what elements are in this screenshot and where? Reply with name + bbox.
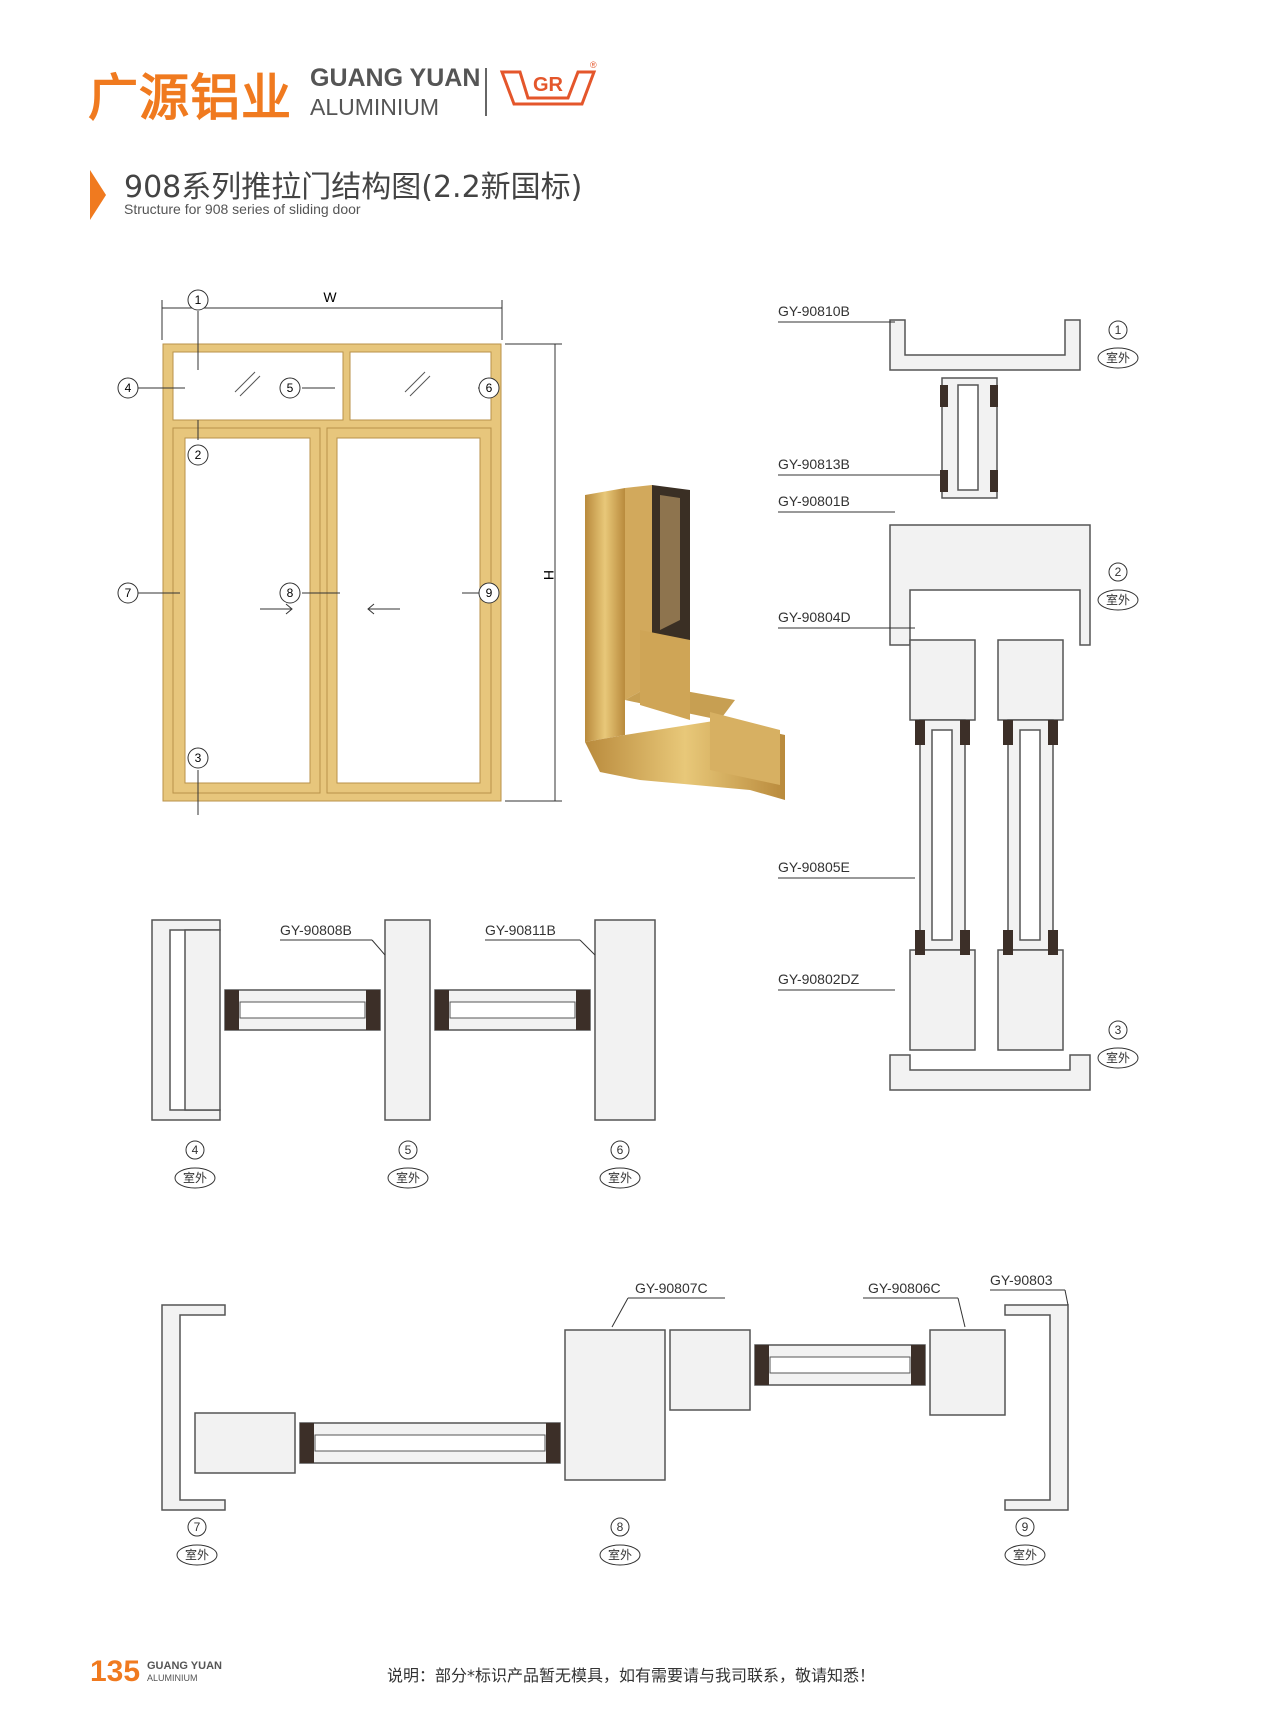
brand-divider <box>485 68 487 116</box>
outdoor-label-1: 室外 <box>1106 350 1130 365</box>
horizontal-section-lower: GY-90807C GY-90806C GY-90803 7 室外 8 室外 9… <box>161 1272 1069 1566</box>
marker-7: 7 <box>125 586 132 600</box>
door-elevation-drawing: W H 1 2 3 4 <box>117 289 562 815</box>
footer-brand-line2: ALUMINIUM <box>147 1673 198 1683</box>
outdoor-label-7: 室外 <box>185 1547 209 1562</box>
section-marker-6: 6 <box>617 1143 624 1157</box>
label-gy-90804d: GY-90804D <box>778 609 851 625</box>
section-marker-9: 9 <box>1022 1520 1029 1534</box>
label-gy-90807c: GY-90807C <box>635 1280 708 1296</box>
label-gy-90801b: GY-90801B <box>778 493 850 509</box>
section-marker-1: 1 <box>1115 323 1122 337</box>
marker-9: 9 <box>486 586 493 600</box>
outdoor-label-2: 室外 <box>1106 592 1130 607</box>
horizontal-section-upper: GY-90808B GY-90811B 4 室外 5 室外 6 室外 <box>151 919 656 1189</box>
label-gy-90805e: GY-90805E <box>778 859 850 875</box>
section-marker-8: 8 <box>617 1520 624 1534</box>
page-subtitle: Structure for 908 series of sliding door <box>124 201 361 217</box>
label-gy-90806c: GY-90806C <box>868 1280 941 1296</box>
brand-name-cn: 广源铝业 <box>88 69 292 127</box>
marker-3: 3 <box>195 751 202 765</box>
outdoor-label-4: 室外 <box>183 1170 207 1185</box>
brand-logo-text: GR <box>533 74 564 96</box>
section-marker-4: 4 <box>192 1143 199 1157</box>
section-marker-5: 5 <box>405 1143 412 1157</box>
label-gy-90803: GY-90803 <box>990 1272 1053 1288</box>
brand-logo: GR ® <box>499 60 597 106</box>
outdoor-label-5: 室外 <box>396 1170 420 1185</box>
section-marker-2: 2 <box>1115 565 1122 579</box>
label-gy-90808b: GY-90808B <box>280 922 352 938</box>
label-gy-90802dz: GY-90802DZ <box>778 971 860 987</box>
brand-name-en-line2: ALUMINIUM <box>310 94 440 120</box>
label-gy-90810b: GY-90810B <box>778 303 850 319</box>
outdoor-label-3: 室外 <box>1106 1050 1130 1065</box>
page-number: 135 <box>90 1655 141 1688</box>
height-label: H <box>541 570 557 580</box>
title-arrow-icon <box>90 170 106 220</box>
page-title: 908系列推拉门结构图(2.2新国标) <box>124 170 583 205</box>
label-gy-90811b: GY-90811B <box>485 922 556 938</box>
outdoor-label-9: 室外 <box>1013 1547 1037 1562</box>
registered-mark: ® <box>590 60 597 70</box>
corner-profile-rendering <box>585 485 785 800</box>
label-gy-90813b: GY-90813B <box>778 456 850 472</box>
width-label: W <box>323 289 337 305</box>
footer-brand-line1: GUANG YUAN <box>147 1660 222 1672</box>
marker-1: 1 <box>195 293 202 307</box>
outdoor-label-8: 室外 <box>608 1547 632 1562</box>
footer-note: 说明：部分*标识产品暂无模具，如有需要请与我司联系，敬请知悉！ <box>387 1666 876 1685</box>
section-marker-7: 7 <box>194 1520 201 1534</box>
section-marker-3: 3 <box>1115 1023 1122 1037</box>
marker-8: 8 <box>287 586 294 600</box>
marker-6: 6 <box>486 381 493 395</box>
outdoor-label-6: 室外 <box>608 1170 632 1185</box>
marker-4: 4 <box>125 381 132 395</box>
brand-name-en-line1: GUANG YUAN <box>310 64 481 92</box>
marker-5: 5 <box>287 381 294 395</box>
vertical-section-drawing: GY-90810B GY-90813B GY-90801B GY-90804D … <box>778 303 1139 1091</box>
marker-2: 2 <box>195 448 202 462</box>
